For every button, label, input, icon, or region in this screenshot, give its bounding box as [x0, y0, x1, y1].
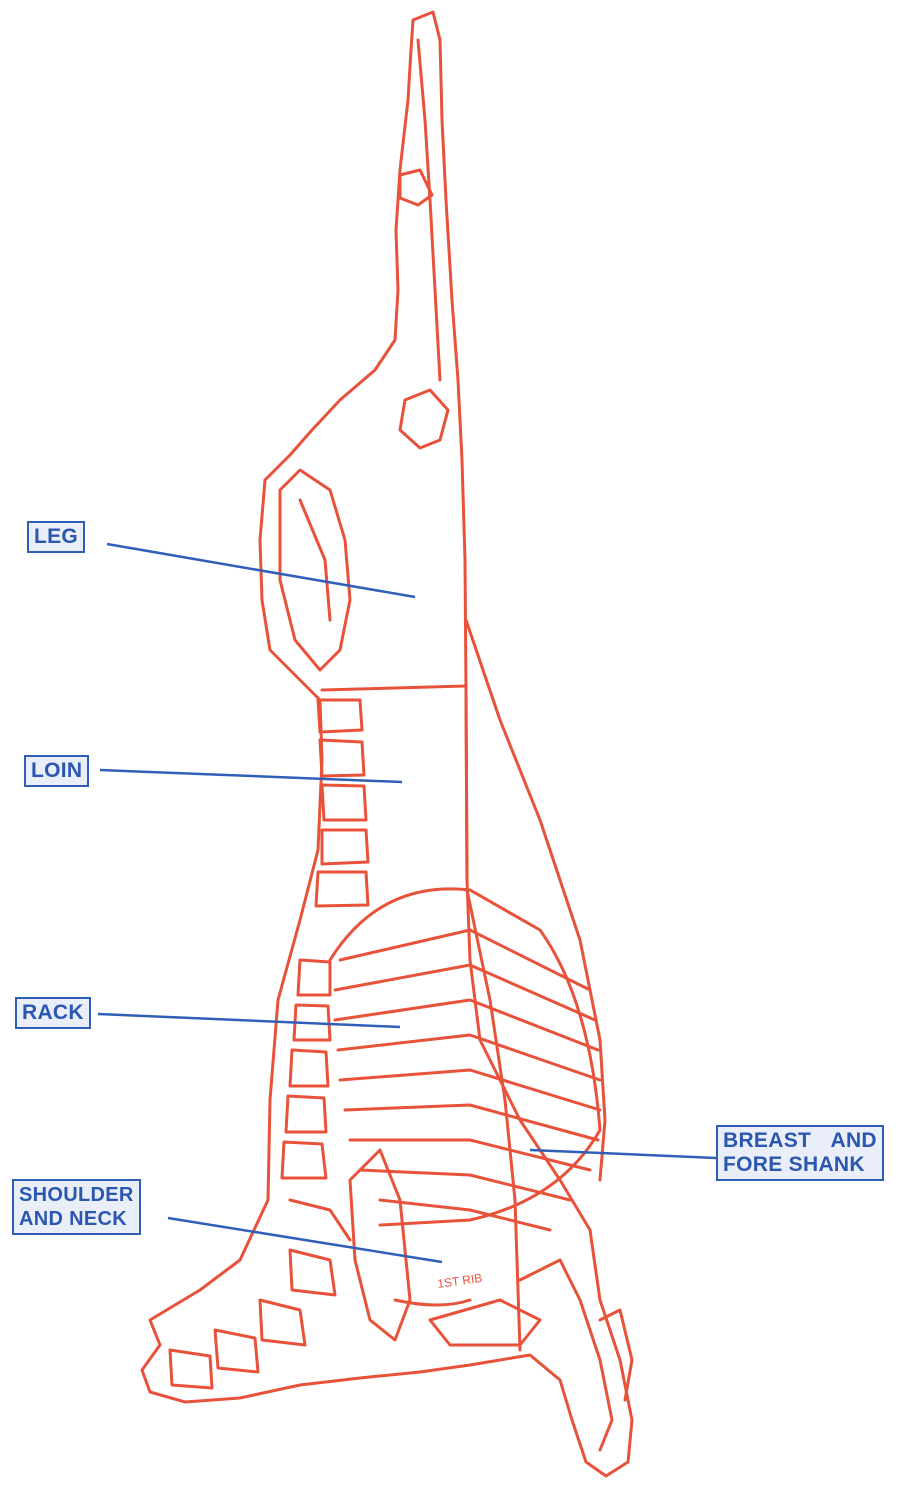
label-rack: RACK: [15, 997, 91, 1029]
label-breast-line2: FORE SHANK: [723, 1153, 877, 1177]
leader-line-breast: [530, 1150, 716, 1158]
label-shoulder-line1: SHOULDER: [19, 1183, 134, 1207]
leader-lines: [98, 544, 716, 1262]
label-breast-line1: BREAST AND: [723, 1129, 877, 1153]
first-rib-annotation: 1ST RIB: [436, 1271, 483, 1291]
label-leg: LEG: [27, 521, 85, 553]
label-breast-and-fore-shank: BREAST AND FORE SHANK: [716, 1125, 884, 1181]
label-shoulder-and-neck: SHOULDER AND NECK: [12, 1179, 141, 1235]
carcass-outline: [142, 12, 632, 1476]
label-leg-text: LEG: [34, 525, 78, 549]
label-rack-text: RACK: [22, 1001, 84, 1025]
label-loin: LOIN: [24, 755, 89, 787]
label-shoulder-line2: AND NECK: [19, 1207, 134, 1231]
label-loin-text: LOIN: [31, 759, 82, 783]
